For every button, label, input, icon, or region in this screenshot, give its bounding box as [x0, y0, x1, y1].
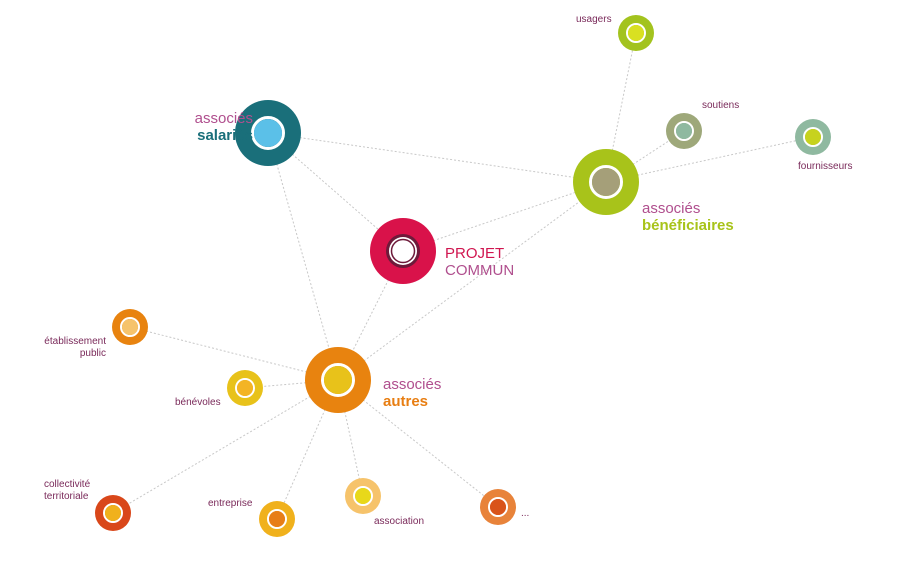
label-associes-beneficiaires-line2: bénéficiaires: [642, 217, 734, 235]
label-etc: ...: [521, 508, 530, 519]
link-fournisseurs: [605, 136, 814, 183]
label-projet-commun-line2: COMMUN: [445, 262, 515, 280]
node-entreprise[interactable]: [259, 501, 295, 537]
node-benevoles[interactable]: [227, 370, 263, 406]
label-associes-beneficiaires: associés bénéficiaires: [642, 200, 734, 235]
label-soutiens: soutiens: [702, 100, 740, 111]
label-etablissement-line1: établissement: [44, 336, 106, 347]
link-collectivite: [112, 379, 339, 514]
label-associes-autres: associés autres: [383, 376, 441, 411]
node-associes-salaries[interactable]: [235, 100, 301, 166]
label-entreprise: entreprise: [208, 498, 253, 509]
node-associes-beneficiaires[interactable]: [573, 149, 639, 215]
node-associes-autres[interactable]: [305, 347, 371, 413]
link-autres-beneficiaires: [337, 181, 607, 381]
node-usagers[interactable]: [618, 15, 654, 51]
node-projet-commun[interactable]: [370, 218, 436, 284]
node-association[interactable]: [345, 478, 381, 514]
label-associes-autres-line2: autres: [383, 393, 429, 411]
link-salaries-autres: [267, 132, 339, 381]
node-etc[interactable]: [480, 489, 516, 525]
node-collectivite-territoriale[interactable]: [95, 495, 131, 531]
label-associes-beneficiaires-line1: associés: [642, 200, 701, 217]
label-association: association: [374, 516, 425, 527]
label-projet-commun-line1: PROJET: [445, 245, 505, 262]
link-salaries-beneficiaires: [267, 132, 607, 183]
label-usagers: usagers: [576, 14, 612, 25]
label-collectivite-line1: collectivité: [44, 479, 91, 490]
label-collectivite-line2: territoriale: [44, 490, 89, 502]
label-benevoles: bénévoles: [175, 397, 221, 408]
label-fournisseurs: fournisseurs: [798, 161, 853, 172]
node-fournisseurs[interactable]: [795, 119, 831, 155]
node-soutiens[interactable]: [666, 113, 702, 149]
label-collectivite-territoriale: collectivité territoriale: [44, 479, 90, 502]
label-associes-salaries: associés salariés: [160, 110, 253, 145]
label-associes-salaries-line1: associés: [194, 110, 253, 127]
label-projet-commun: PROJET COMMUN: [445, 245, 514, 280]
label-etablissement-public: établissement public: [30, 336, 106, 359]
label-etablissement-line2: public: [79, 347, 106, 359]
label-associes-salaries-line2: salariés: [197, 127, 253, 145]
label-associes-autres-line1: associés: [383, 376, 442, 393]
node-etablissement-public[interactable]: [112, 309, 148, 345]
